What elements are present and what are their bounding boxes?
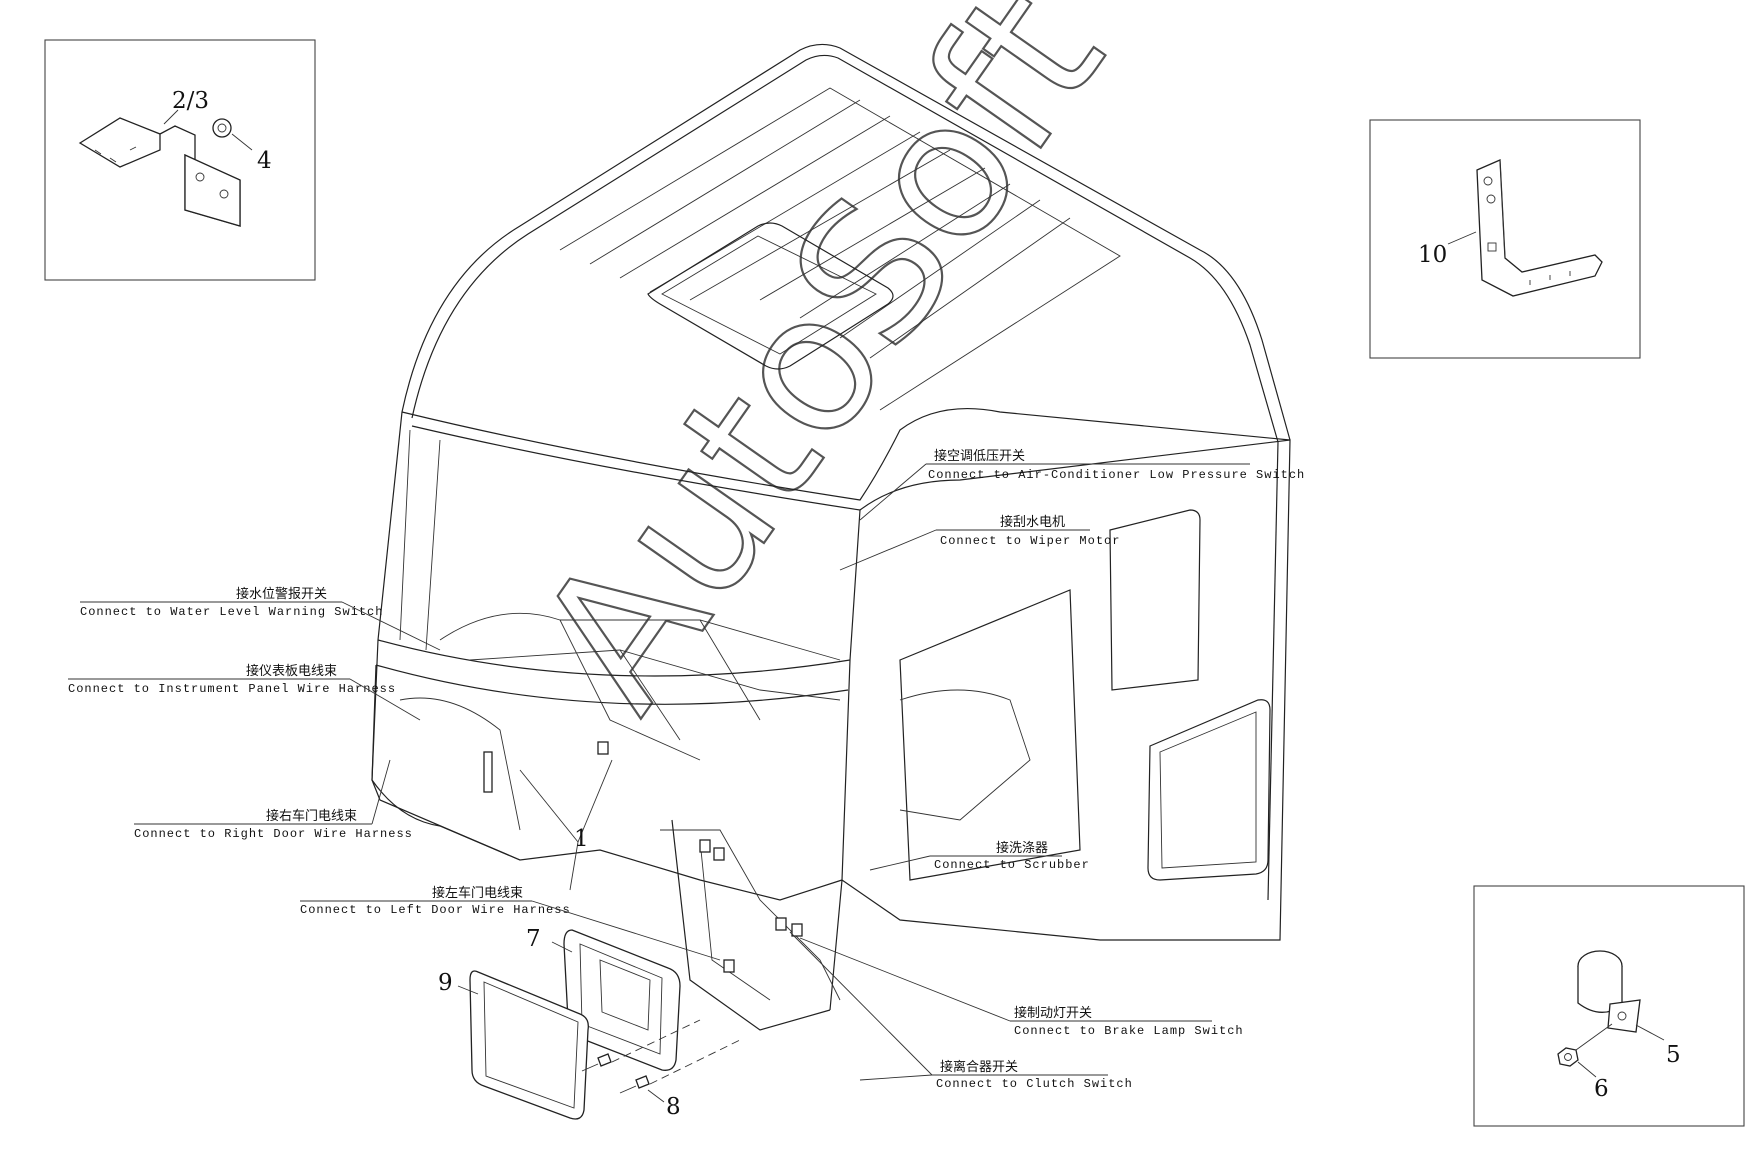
label-air-conditioner-switch: 接空调低压开关 Connect to Air-Conditioner Low P… xyxy=(859,448,1305,521)
svg-text:Connect to Right Door Wire Har: Connect to Right Door Wire Harness xyxy=(134,827,413,841)
svg-text:接刮水电机: 接刮水电机 xyxy=(1000,514,1065,530)
svg-text:接洗涤器: 接洗涤器 xyxy=(996,840,1048,856)
clamp-part-5 xyxy=(1577,950,1641,1033)
harness-connectors xyxy=(483,741,803,973)
label-water-level-switch: 接水位警报开关 Connect to Water Level Warning S… xyxy=(80,586,441,651)
watermark: AutoSoft xyxy=(496,0,1145,746)
callout-1-leaders xyxy=(519,759,613,891)
svg-text:接空调低压开关: 接空调低压开关 xyxy=(934,448,1025,464)
callout-1: 1 xyxy=(574,826,589,852)
callout-7: 7 xyxy=(526,926,541,952)
svg-text:Connect to Brake Lamp Switch: Connect to Brake Lamp Switch xyxy=(1014,1024,1244,1038)
inset-box-bracket-10 xyxy=(1369,119,1641,359)
callout-5: 5 xyxy=(1666,1042,1681,1068)
label-instrument-panel-harness: 接仪表板电线束 Connect to Instrument Panel Wire… xyxy=(68,663,421,721)
callout-4: 4 xyxy=(257,148,272,174)
svg-text:Connect to Instrument Panel Wi: Connect to Instrument Panel Wire Harness xyxy=(68,682,396,696)
inset-box-bracket-2-3 xyxy=(44,39,316,281)
svg-text:接右车门电线束: 接右车门电线束 xyxy=(266,808,357,824)
svg-text:Connect to Water Level Warning: Connect to Water Level Warning Switch xyxy=(80,605,383,619)
label-clutch-switch: 接离合器开关 Connect to Clutch Switch xyxy=(789,931,1133,1091)
svg-text:Connect to Wiper Motor: Connect to Wiper Motor xyxy=(940,534,1120,548)
callout-10: 10 xyxy=(1418,242,1447,268)
nut-part-6 xyxy=(1557,1047,1579,1067)
window-seal-part-9 xyxy=(469,970,589,1120)
nut-part-4 xyxy=(212,118,232,138)
cover-plate-part-7 xyxy=(563,929,681,1071)
svg-text:接仪表板电线束: 接仪表板电线束 xyxy=(246,663,337,679)
inset-box-clamp-5-6 xyxy=(1473,885,1745,1127)
truck-cab-assembly xyxy=(371,43,1291,1031)
callout-8: 8 xyxy=(666,1094,681,1120)
svg-text:接水位警报开关: 接水位警报开关 xyxy=(236,586,327,602)
svg-text:接离合器开关: 接离合器开关 xyxy=(940,1059,1018,1075)
label-scrubber: 接洗涤器 Connect to Scrubber xyxy=(869,840,1090,872)
bracket-part-10 xyxy=(1476,159,1603,297)
label-left-door-harness: 接左车门电线束 Connect to Left Door Wire Harnes… xyxy=(300,885,721,961)
svg-text:Connect to Scrubber: Connect to Scrubber xyxy=(934,858,1090,872)
bolt-parts-8 xyxy=(581,1019,741,1094)
bracket-part-2-3 xyxy=(78,117,241,227)
svg-text:接制动灯开关: 接制动灯开关 xyxy=(1014,1005,1092,1021)
label-brake-lamp-switch: 接制动灯开关 Connect to Brake Lamp Switch xyxy=(799,937,1244,1038)
callout-2-3: 2/3 xyxy=(172,88,209,114)
svg-text:接左车门电线束: 接左车门电线束 xyxy=(432,885,523,901)
svg-text:Connect to Air-Conditioner Low: Connect to Air-Conditioner Low Pressure … xyxy=(928,468,1305,482)
svg-text:Connect to Clutch Switch: Connect to Clutch Switch xyxy=(936,1077,1133,1091)
svg-text:Connect to Left Door Wire Harn: Connect to Left Door Wire Harness xyxy=(300,903,571,917)
callout-9: 9 xyxy=(438,970,453,996)
label-right-door-harness: 接右车门电线束 Connect to Right Door Wire Harne… xyxy=(134,759,413,841)
label-wiper-motor: 接刮水电机 Connect to Wiper Motor xyxy=(839,514,1120,571)
callout-6: 6 xyxy=(1594,1076,1609,1102)
